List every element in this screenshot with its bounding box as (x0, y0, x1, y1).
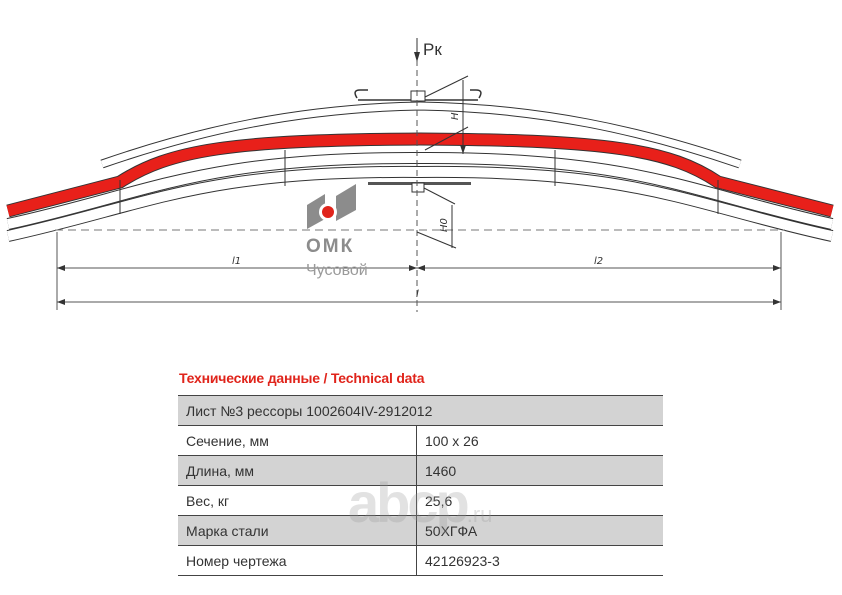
table-title: Технические данные / Technical data (179, 370, 425, 386)
row-label: Номер чертежа (178, 545, 417, 576)
row-label: Марка стали (178, 515, 417, 546)
height-label: H (450, 112, 461, 120)
l1-label: l1 (232, 256, 241, 267)
row-label: Сечение, мм (178, 425, 417, 456)
row-value: 25,6 (416, 485, 663, 516)
watermark: abcp.ru (348, 470, 492, 535)
load-arrow-icon (414, 52, 420, 62)
height0-label: H0 (439, 218, 450, 232)
row-value: 100 x 26 (416, 425, 663, 456)
row-label: Вес, кг (178, 485, 417, 516)
load-label: Pк (423, 40, 442, 59)
omk-logo: ОМК Чусовой (306, 184, 368, 279)
logo-subtitle: Чусовой (306, 262, 368, 279)
leaf-3 (6, 151, 834, 230)
row-value: 1460 (416, 455, 663, 486)
leaf-spring-drawing: Pк H H0 l1 l2 l ОМК Чусовой (6, 38, 834, 312)
leaf-4 (6, 165, 834, 242)
leaf-top (100, 101, 742, 169)
l-label: l (416, 289, 419, 300)
technical-data-table: Лист №3 рессоры 1002604IV-2912012 Сечени… (178, 395, 663, 576)
l2-label: l2 (594, 256, 603, 267)
watermark-text: abcp (348, 471, 470, 534)
leaf-highlighted (6, 132, 834, 218)
table-header: Лист №3 рессоры 1002604IV-2912012 (178, 395, 663, 426)
row-label: Длина, мм (178, 455, 417, 486)
table-header-row: Лист №3 рессоры 1002604IV-2912012 (178, 395, 663, 426)
row-value: 42126923-3 (416, 545, 663, 576)
watermark-suffix: .ru (466, 502, 493, 527)
logo-name: ОМК (306, 236, 354, 257)
clamp (354, 89, 482, 193)
row-value: 50ХГФА (416, 515, 663, 546)
